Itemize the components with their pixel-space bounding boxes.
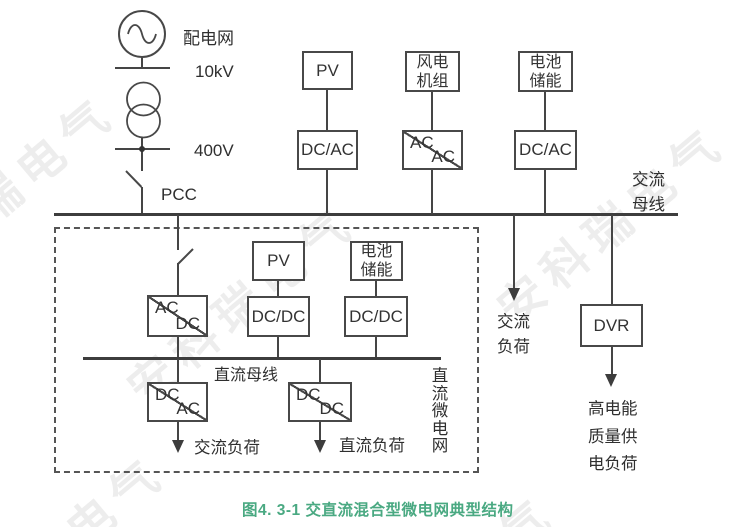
- wire-dc-battery-to-converter: [375, 281, 377, 296]
- wind-converter-out-label: AC: [431, 147, 455, 166]
- interlink-out-label: DC: [175, 314, 200, 333]
- dc-chopper-in-label: DC: [296, 385, 321, 404]
- dc-inverter-in-label: DC: [155, 385, 180, 404]
- ac-source-icon: [118, 10, 166, 58]
- grid-label: 配电网: [183, 29, 234, 48]
- pcc-label: PCC: [161, 185, 197, 204]
- battery-source-label-line2: 储能: [529, 72, 562, 90]
- right-ac-load-arrow-icon: [508, 288, 520, 301]
- dc-battery-converter-box: DC/DC: [344, 296, 408, 337]
- ac-bus-line: [54, 213, 678, 216]
- wire-pv-converter-to-acbus: [326, 170, 328, 214]
- lv-voltage-label: 400V: [194, 141, 234, 160]
- right-acload-label-line2: 负荷: [497, 338, 530, 356]
- wire-wind-to-converter: [431, 92, 433, 130]
- watermark-text: 安科瑞电气: [572, 518, 749, 527]
- dc-pv-source-label: PV: [267, 251, 290, 270]
- pcc-switch-icon: [125, 170, 143, 188]
- pv-source-label: PV: [316, 60, 339, 80]
- dvr-load-arrow-icon: [605, 374, 617, 387]
- dc-acload-label: 交流负荷: [194, 439, 260, 457]
- dc-battery-label-line2: 储能: [360, 262, 393, 279]
- right-acload-label-line1: 交流: [497, 313, 530, 331]
- battery-converter-box: DC/AC: [514, 130, 577, 170]
- dvr-box: DVR: [580, 304, 643, 347]
- ac-bus-label-line2: 母线: [632, 196, 665, 214]
- wind-source-label-line2: 机组: [416, 72, 449, 90]
- pv-source-box: PV: [302, 51, 353, 90]
- wire-chopper-to-load: [319, 422, 321, 441]
- dc-load-arrow-icon: [314, 440, 326, 453]
- battery-source-label-line1: 电池: [529, 53, 562, 71]
- dvr-load-label-line2: 质量供: [588, 428, 638, 446]
- pv-converter-label: DC/AC: [301, 140, 354, 159]
- ac-bus-label-line1: 交流: [632, 171, 665, 189]
- wire-battery-converter-to-acbus: [544, 170, 546, 214]
- dc-battery-converter-label: DC/DC: [349, 306, 403, 326]
- dc-pv-converter-box: DC/DC: [247, 296, 310, 337]
- wire-pv-to-converter: [326, 90, 328, 130]
- dc-chopper-box: DC DC: [288, 382, 352, 422]
- wire-acbus-to-dc-switch: [177, 215, 179, 250]
- dc-pv-source-box: PV: [252, 241, 305, 281]
- wire-wind-converter-to-acbus: [431, 170, 433, 214]
- wind-source-box: 风电 机组: [405, 51, 460, 92]
- dc-chopper-out-label: DC: [319, 399, 344, 418]
- wire-transformer-to-tick: [140, 138, 143, 149]
- dc-inverter-out-label: AC: [176, 399, 200, 418]
- junction-dot: [138, 146, 145, 152]
- wind-source-label-line1: 风电: [416, 53, 449, 71]
- bus-tick-10kv: [115, 67, 170, 69]
- wind-converter-in-label: AC: [410, 133, 434, 152]
- dc-microgrid-region-label: 直流微电网: [431, 367, 449, 455]
- dc-battery-source-box: 电池 储能: [350, 241, 403, 281]
- wire-acbus-to-dvr: [610, 215, 613, 304]
- dc-battery-label-line1: 电池: [360, 243, 393, 260]
- interlink-converter-box: AC DC: [147, 295, 208, 337]
- battery-source-box: 电池 储能: [518, 51, 573, 92]
- wire-acbus-to-acload: [513, 215, 515, 290]
- dc-microgrid-region: [54, 227, 479, 473]
- dc-bus-label: 直流母线: [214, 367, 279, 384]
- wire-dc-switch-to-interlink: [177, 263, 179, 295]
- wire-dvr-to-load: [610, 347, 613, 375]
- wire-dc-pv-to-converter: [277, 281, 279, 296]
- figure-caption: 图4. 3-1 交直流混合型微电网典型结构: [242, 502, 514, 519]
- dc-bus-line: [83, 357, 441, 360]
- dvr-load-label-line3: 电负荷: [588, 455, 638, 473]
- wire-dcbus-to-chopper: [319, 359, 321, 382]
- wire-switch-to-acbus: [140, 187, 143, 214]
- dvr-label: DVR: [593, 315, 630, 335]
- dc-pv-converter-label: DC/DC: [251, 306, 306, 326]
- wire-dc-battery-converter-to-dcbus: [375, 337, 377, 358]
- dc-feeder-switch-icon: [177, 248, 194, 265]
- wire-source-to-tick: [140, 57, 143, 68]
- hv-voltage-label: 10kV: [195, 62, 234, 81]
- dvr-load-label-line1: 高电能: [588, 400, 638, 418]
- pv-converter-box: DC/AC: [297, 130, 358, 170]
- transformer-icon: [126, 81, 161, 139]
- wire-interlink-to-dcbus: [177, 337, 179, 358]
- wire-dcbus-to-inverter: [177, 359, 179, 382]
- wire-tick-to-switch: [140, 150, 143, 171]
- wind-converter-box: AC AC: [402, 130, 463, 170]
- ac-load-arrow-icon: [172, 440, 184, 453]
- battery-converter-label: DC/AC: [519, 140, 572, 159]
- interlink-in-label: AC: [155, 298, 179, 317]
- wire-inverter-to-load: [177, 422, 179, 441]
- dc-inverter-box: DC AC: [147, 382, 208, 422]
- wire-dc-pv-converter-to-dcbus: [277, 337, 279, 358]
- wire-battery-to-converter: [544, 92, 546, 130]
- dc-dcload-label: 直流负荷: [339, 437, 405, 455]
